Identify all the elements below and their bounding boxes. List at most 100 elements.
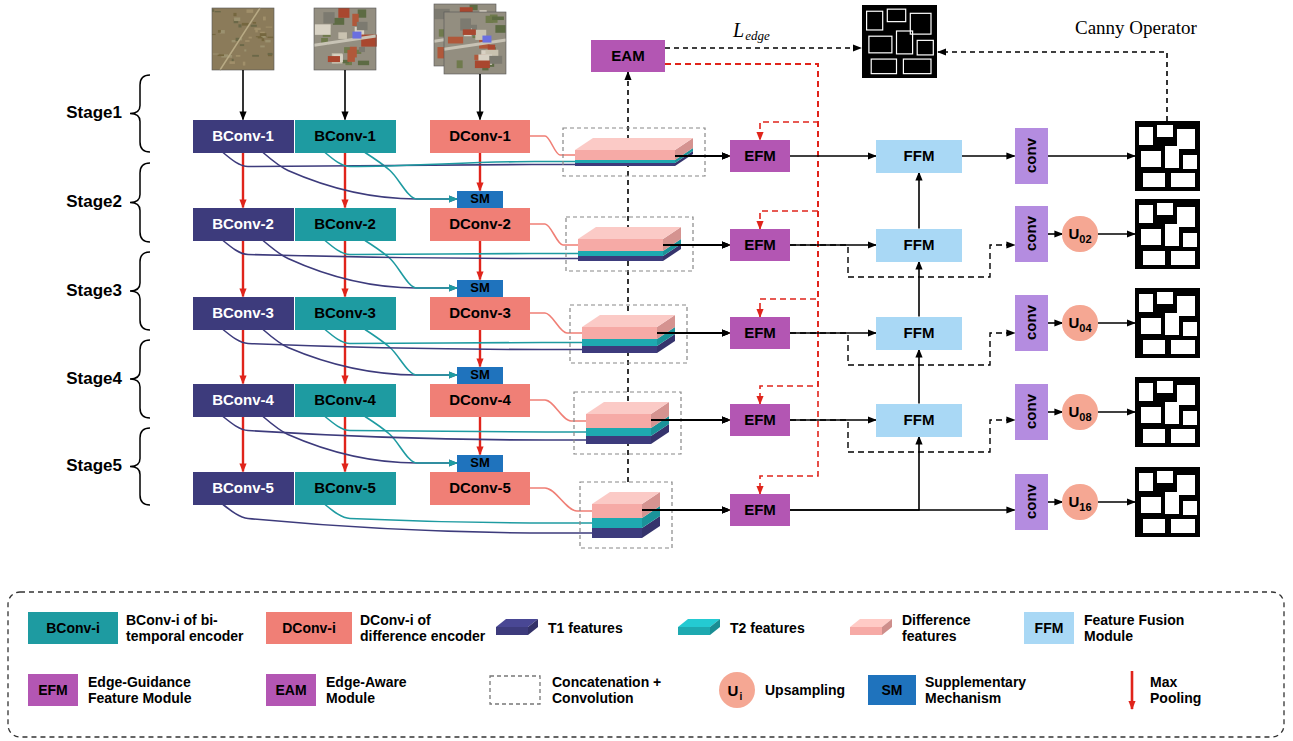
slab-front — [678, 627, 710, 635]
node-text: U — [1068, 403, 1079, 420]
input-arrow — [344, 70, 346, 120]
node-label-group: SM — [470, 192, 490, 207]
output-change-map — [1135, 467, 1200, 537]
node-text: DConv-1 — [449, 127, 511, 144]
legend-text: T2 features — [730, 620, 840, 636]
node-label-group: DConv-1 — [449, 127, 511, 144]
stack-layer-front — [578, 256, 663, 261]
conv-block: conv — [1015, 128, 1048, 184]
concat-output-line — [657, 332, 722, 334]
node-text: conv — [1022, 484, 1039, 519]
stack-layer-front — [575, 150, 675, 160]
ground-texture — [236, 55, 241, 57]
legend-text: Concatenation + Convolution — [552, 674, 670, 706]
building-mask — [1171, 340, 1195, 354]
legend-swatch-label: EAM — [275, 682, 306, 698]
node-label-group: EFM — [744, 501, 776, 518]
node-text: U — [1068, 314, 1079, 331]
node-text: BConv-1 — [212, 127, 274, 144]
ground-texture — [256, 36, 261, 37]
node-text: BConv-4 — [314, 391, 376, 408]
concat-conv-stack — [574, 392, 681, 454]
difference-encoder-block: DConv-4 — [430, 384, 530, 417]
connector — [665, 64, 818, 404]
connector — [344, 153, 346, 208]
feature-fusion-module: FFM — [876, 317, 962, 350]
building-mask — [1143, 173, 1165, 187]
concat-dashed-frame — [563, 128, 705, 176]
t1-encoder-block: BConv-5 — [193, 472, 294, 505]
building-edge — [903, 59, 931, 74]
building-edge — [897, 31, 913, 54]
stack-layer-front — [582, 327, 657, 339]
legend-text: T1 features — [548, 620, 658, 636]
node-label-group: SM — [470, 281, 490, 296]
ground-texture — [255, 30, 258, 33]
difference-encoder-block: DConv-2 — [430, 208, 530, 241]
node-text: BConv-2 — [314, 215, 376, 232]
legend-swatch — [678, 617, 722, 639]
connector — [344, 330, 346, 384]
node-label-group: DConv-2 — [449, 215, 511, 232]
legend-maxpool-arrow — [1131, 671, 1134, 709]
connector — [918, 350, 920, 404]
input-image — [212, 8, 274, 70]
stack-layer-front — [582, 339, 657, 346]
node-label-group: BConv-1 — [314, 127, 376, 144]
building-mask — [1171, 519, 1195, 533]
stack-top — [578, 227, 681, 239]
connector-group — [223, 64, 1062, 533]
building-mask — [1171, 429, 1195, 443]
vegetation — [457, 60, 463, 68]
stage-brace — [130, 252, 150, 330]
t1-encoder-block: BConv-1 — [193, 120, 294, 153]
map-background — [1135, 377, 1200, 447]
stage-brace — [130, 340, 150, 418]
loss-subscript: edge — [745, 28, 770, 44]
node-text: SM — [470, 455, 490, 470]
stage-brace — [130, 428, 150, 505]
legend-text: DConv-i of difference encoder — [360, 612, 490, 644]
roof — [357, 22, 368, 30]
ground-texture — [266, 27, 273, 28]
legend-text: Edge-Guidance Feature Module — [88, 674, 223, 706]
node-label-group: conv — [1022, 394, 1039, 429]
connector — [479, 153, 481, 191]
stack-top — [592, 492, 660, 504]
node-label-group: FFM — [904, 147, 935, 164]
node-label-group: U02 — [1068, 225, 1091, 242]
stack-layer-front — [586, 414, 651, 428]
building-mask — [1141, 407, 1161, 423]
node-label-group: EAM — [611, 47, 644, 64]
ground-texture — [244, 49, 246, 51]
node-label-group: BConv-3 — [212, 304, 274, 321]
node-text: EFM — [744, 501, 776, 518]
map-background — [1135, 288, 1200, 358]
concat-conv-stack — [580, 482, 672, 548]
input-arrow — [479, 74, 481, 120]
slab-side — [710, 619, 720, 635]
building-mask — [1171, 173, 1195, 187]
subscript-text: 08 — [1079, 411, 1091, 423]
node-label-group: DConv-5 — [449, 479, 511, 496]
connector — [665, 64, 818, 140]
stage-label: Stage4 — [66, 369, 122, 389]
feature-slab — [496, 617, 540, 639]
feature-slab — [850, 617, 894, 639]
t2-encoder-block: BConv-4 — [295, 384, 396, 417]
conv-block: conv — [1015, 384, 1048, 440]
road — [314, 36, 376, 45]
vegetation — [492, 16, 504, 20]
node-label-group: BConv-5 — [212, 479, 274, 496]
stage-label: Stage2 — [66, 192, 122, 212]
image-frame — [212, 8, 274, 70]
legend-swatch-label: DConv-i — [282, 620, 336, 636]
building-mask — [1139, 294, 1153, 312]
edge-map — [862, 5, 937, 78]
ground-texture — [245, 40, 249, 42]
conv-block: conv — [1015, 206, 1048, 262]
node-text: U — [1068, 493, 1079, 510]
difference-encoder-block: DConv-3 — [430, 297, 530, 330]
road — [444, 40, 506, 49]
